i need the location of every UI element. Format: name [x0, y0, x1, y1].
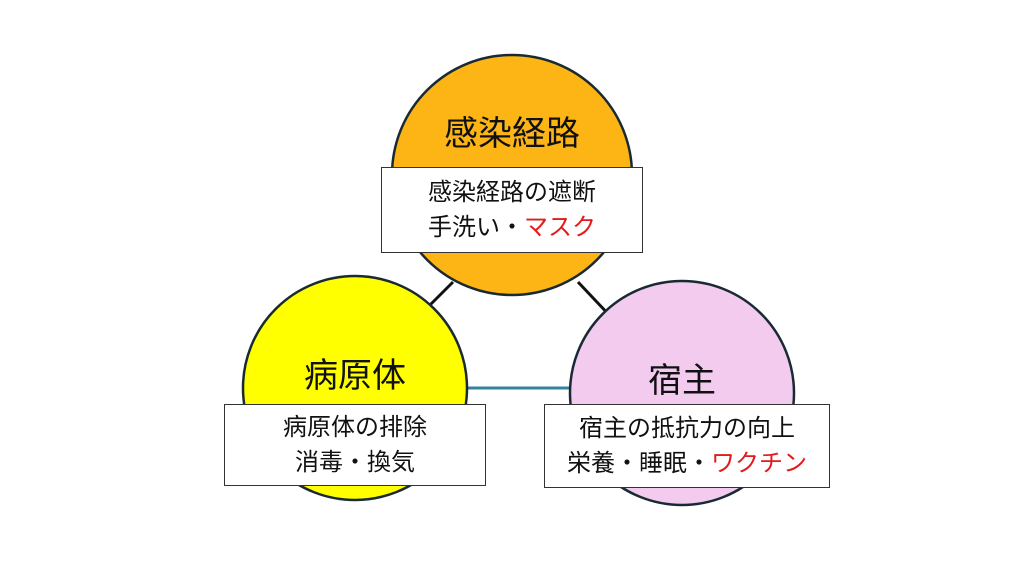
- route-title: 感染経路: [444, 114, 580, 154]
- route-box: 感染経路の遮断 手洗い・マスク: [381, 167, 643, 253]
- route-line1: 感染経路の遮断: [428, 178, 596, 206]
- host-line2-red: ワクチン: [711, 449, 807, 477]
- route-line2-red: マスク: [524, 213, 596, 241]
- pathogen-title: 病原体: [304, 356, 406, 396]
- host-line1: 宿主の抵抗力の向上: [579, 414, 795, 442]
- host-line2-plain: 栄養・睡眠・: [567, 449, 711, 477]
- pathogen-line1: 病原体の排除: [283, 413, 427, 441]
- pathogen-line2: 消毒・換気: [295, 445, 415, 480]
- host-box: 宿主の抵抗力の向上 栄養・睡眠・ワクチン: [544, 404, 830, 488]
- route-line2-plain: 手洗い・: [428, 213, 524, 241]
- host-title: 宿主: [648, 361, 716, 401]
- route-line2: 手洗い・マスク: [428, 210, 596, 245]
- host-line2: 栄養・睡眠・ワクチン: [567, 446, 807, 481]
- pathogen-box: 病原体の排除 消毒・換気: [224, 404, 486, 486]
- pathogen-line2-plain: 消毒・換気: [295, 448, 415, 476]
